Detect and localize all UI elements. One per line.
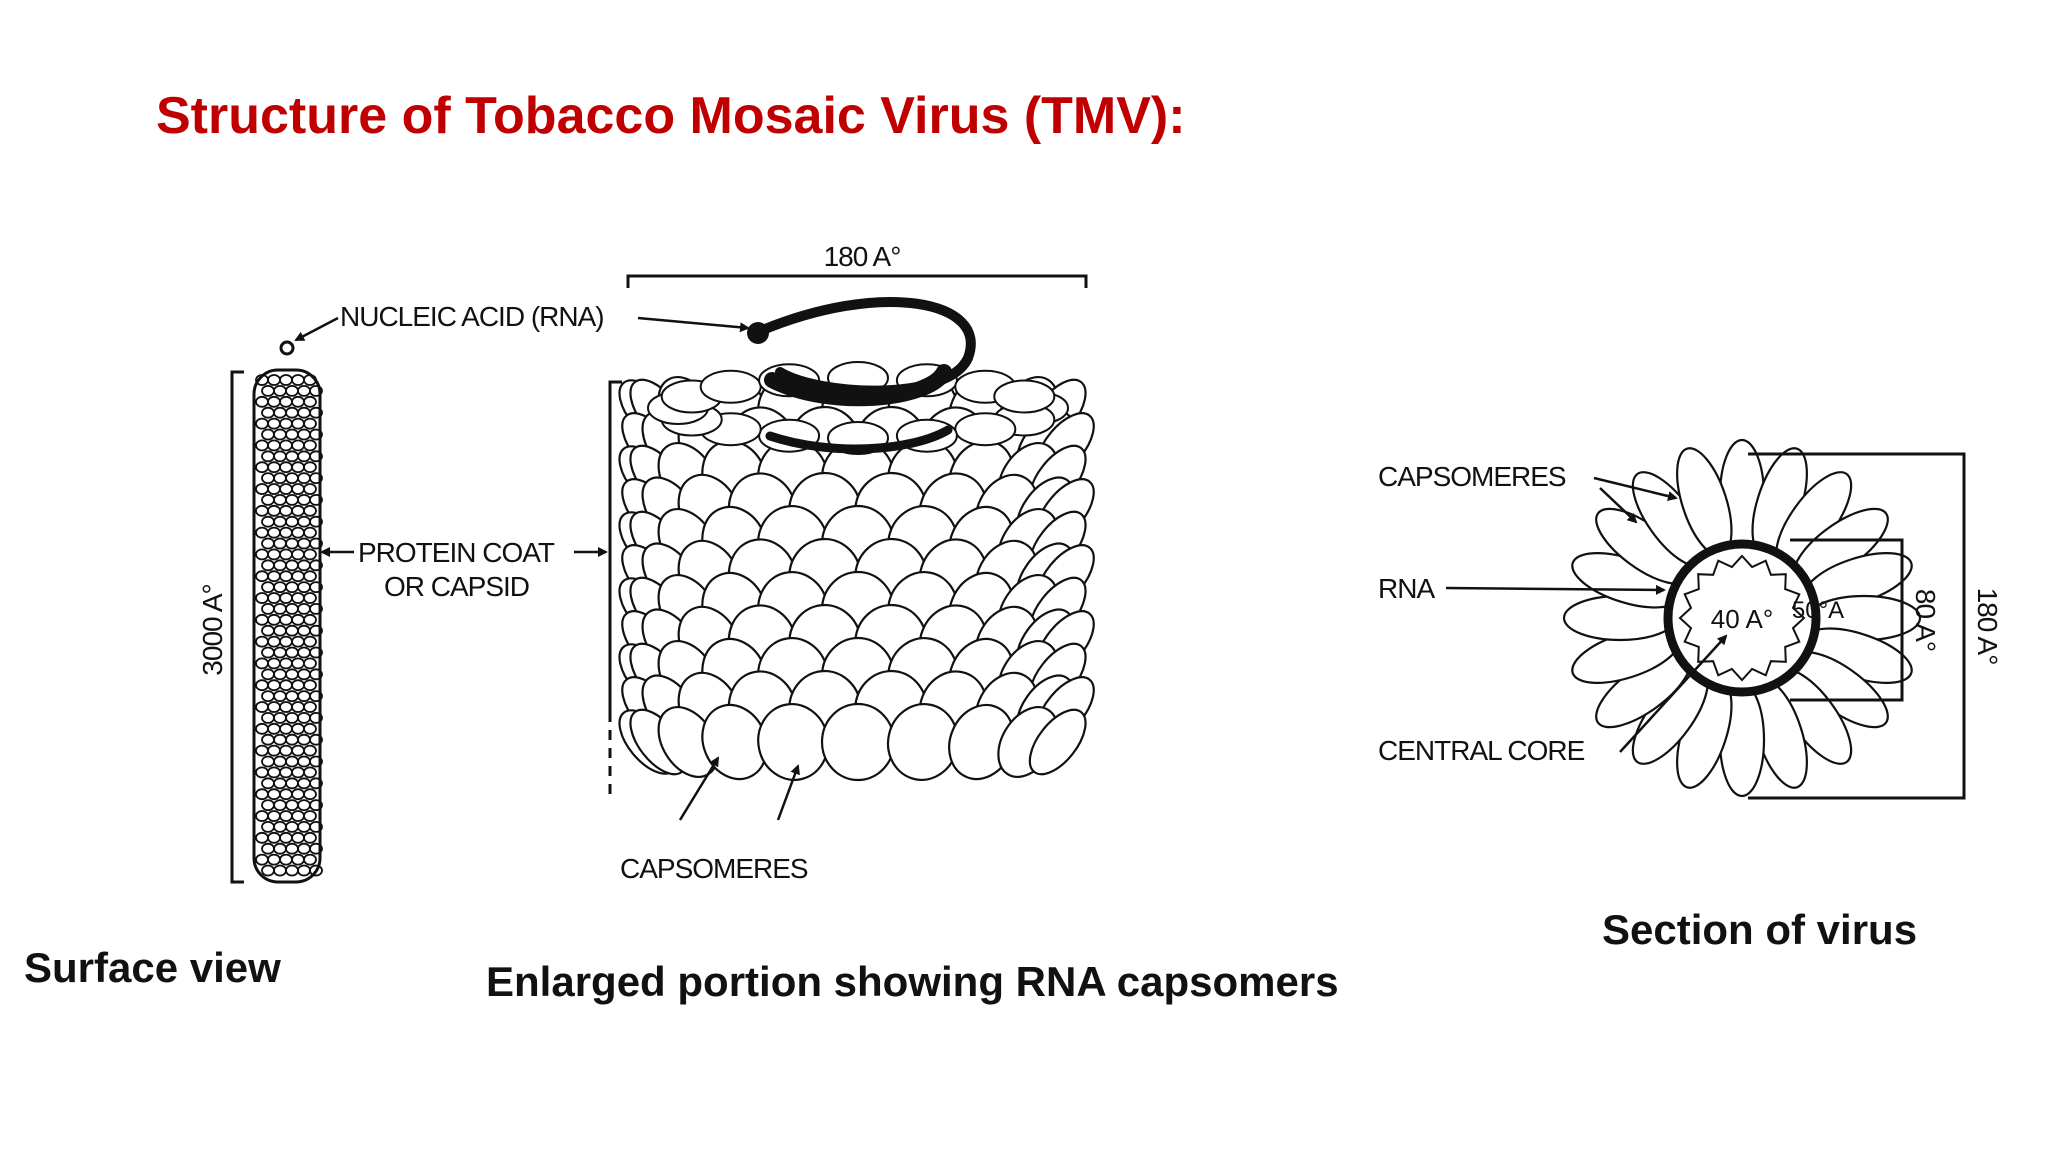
rna-helix xyxy=(747,297,976,454)
capsomeres-arrow-1 xyxy=(678,756,720,821)
central-core xyxy=(1678,554,1806,682)
capsomeres-label: CAPSOMERES xyxy=(620,853,808,884)
section-figure: 40 A° 50°A 80 A° 180 A° CAPSOMERES RNA C… xyxy=(1378,438,2003,953)
outer-bracket xyxy=(1748,452,1966,800)
side-bracket xyxy=(608,380,622,712)
core-diameter-label: 40 A° xyxy=(1711,604,1773,634)
capsomere-cylinder xyxy=(618,361,1095,782)
virus-rod xyxy=(252,368,323,884)
page-title: Structure of Tobacco Mosaic Virus (TMV): xyxy=(156,87,1186,145)
protein-coat-label-line2: OR CAPSID xyxy=(384,571,529,602)
inner-diameter-label: 80 A° xyxy=(1910,589,1941,651)
length-bracket xyxy=(230,370,244,884)
rna-50-label: 50°A xyxy=(1792,597,1844,624)
rna-tip xyxy=(279,340,295,356)
nucleic-acid-arrow-right xyxy=(637,316,750,333)
capsomere-ring xyxy=(1562,438,1922,798)
capsomeres-arrow-2 xyxy=(776,764,800,821)
enlarged-portion-figure: 180 A° CAPSOMERES Enlarged portion showi… xyxy=(486,241,1339,1005)
enlarged-caption: Enlarged portion showing RNA capsomers xyxy=(486,958,1339,1005)
length-label: 3000 A° xyxy=(197,584,228,675)
section-capsomeres-label: CAPSOMERES xyxy=(1378,461,1566,492)
protein-coat-label-line1: PROTEIN COAT xyxy=(358,537,555,568)
section-capsomeres-arrow-2 xyxy=(1599,487,1638,524)
section-rna-arrow xyxy=(1445,584,1666,595)
section-capsomeres-arrow-1 xyxy=(1593,476,1678,501)
width-bracket xyxy=(626,274,1088,288)
nucleic-acid-label: NUCLEIC ACID (RNA) xyxy=(340,301,604,332)
central-core-arrow xyxy=(1619,634,1728,753)
surface-view-figure: 3000 A° NUCLEIC ACID (RNA) PROTEIN COAT … xyxy=(24,301,750,991)
width-label: 180 A° xyxy=(824,241,901,272)
nucleic-acid-arrow-left xyxy=(294,316,339,342)
inner-bracket xyxy=(1790,538,1904,702)
section-rna-label: RNA xyxy=(1378,573,1435,604)
surface-view-caption: Surface view xyxy=(24,944,281,991)
outer-diameter-label: 180 A° xyxy=(1972,588,2003,665)
section-caption: Section of virus xyxy=(1602,906,1917,953)
central-core-label: CENTRAL CORE xyxy=(1378,735,1585,766)
